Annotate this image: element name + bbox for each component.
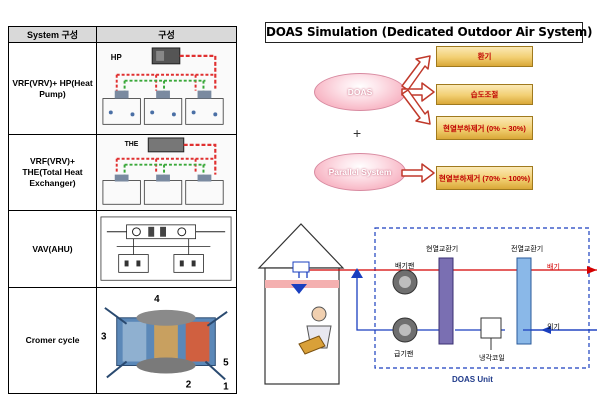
- box-humidity: 습도조절: [436, 84, 533, 105]
- diagram-title: DOAS Simulation (Dedicated Outdoor Air S…: [265, 22, 593, 43]
- arrow-down-right-icon: [401, 89, 431, 125]
- cromer-num-1: 1: [223, 381, 229, 392]
- vrf-the-schematic: THE: [96, 134, 237, 212]
- vrf-hp-schematic: HP: [96, 42, 237, 136]
- exhaust-arrow-icon: [587, 266, 597, 274]
- doas-oval: DOAS: [314, 73, 406, 111]
- doas-unit-diagram: [257, 223, 597, 385]
- house-roof: [257, 223, 345, 269]
- row-name-vav: VAV(AHU): [8, 210, 97, 288]
- header-config: 구성: [96, 25, 237, 44]
- arrow-right-parallel-icon: [401, 163, 435, 183]
- cromer-num-3: 3: [101, 331, 107, 342]
- cooling-coil-icon: [480, 317, 502, 339]
- label-outdoor-air: 외기: [547, 324, 560, 331]
- supply-arrow-up-icon: [351, 268, 363, 278]
- label-total-hx: 전열교환기: [511, 246, 544, 253]
- arrow-up-right-icon: [401, 55, 431, 91]
- hp-label: HP: [111, 53, 122, 62]
- label-sensible-hx: 현열교환기: [426, 246, 459, 253]
- box-latent-doas: 현열부하제거 (0% ~ 30%): [436, 116, 533, 140]
- cromer-num-2: 2: [186, 379, 192, 390]
- cromer-num-4: 4: [154, 294, 160, 305]
- outdoor-air-arrow-icon: [541, 326, 551, 334]
- vav-ahu-schematic: [96, 210, 237, 288]
- box-ventilation: 환기: [436, 46, 533, 67]
- person-icon: [298, 306, 332, 355]
- system-config-table: System 구성 구성 VRF(VRV)+ HP(Heat Pump) HP: [8, 25, 237, 395]
- parallel-system-oval: Parallel System: [314, 153, 406, 191]
- cromer-cycle-schematic: 4 3 1 2 5: [96, 286, 237, 395]
- arrows-group: [401, 55, 435, 183]
- doas-unit-box: [374, 227, 590, 369]
- label-cooling-coil: 냉각코일: [479, 355, 505, 362]
- cromer-num-5: 5: [223, 357, 229, 368]
- label-exhaust: 배기: [547, 264, 560, 271]
- row-name-vrf-hp: VRF(VRV)+ HP(Heat Pump): [8, 42, 97, 136]
- diffuser-icon: [292, 261, 310, 273]
- row-name-vrf-the: VRF(VRV)+ THE(Total Heat Exchanger): [8, 134, 97, 212]
- plus-sign: +: [353, 125, 362, 141]
- label-exhaust-fan: 배기팬: [395, 263, 415, 270]
- total-hx-icon: [516, 257, 532, 345]
- the-label: THE: [125, 141, 139, 148]
- box-latent-parallel: 현열부하제거 (70% ~ 100%): [436, 166, 533, 190]
- header-system: System 구성: [8, 25, 97, 44]
- label-doas-unit: DOAS Unit: [452, 375, 493, 384]
- supply-arrow-down-icon: [291, 284, 307, 294]
- sensible-hx-icon: [438, 257, 454, 345]
- label-supply-fan: 급기팬: [394, 351, 414, 358]
- row-name-cromer: Cromer cycle: [8, 286, 97, 395]
